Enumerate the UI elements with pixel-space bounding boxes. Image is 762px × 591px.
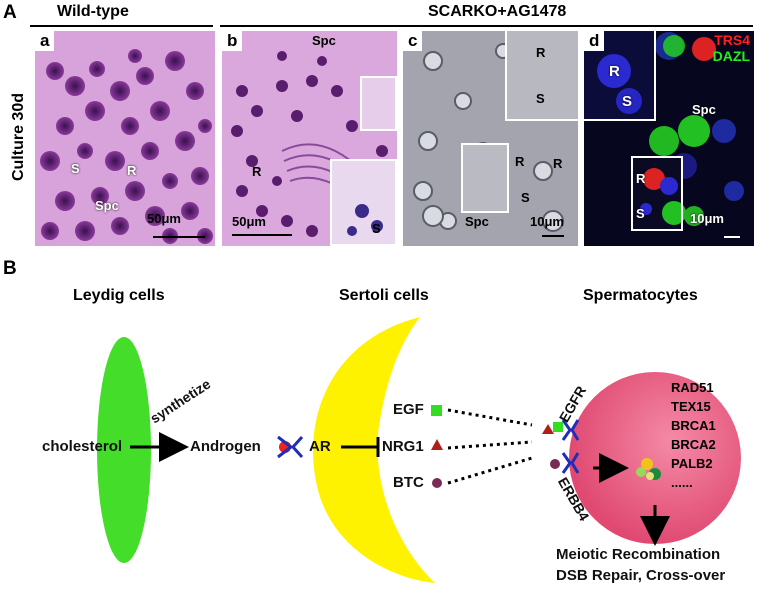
- label-Spc: Spc: [95, 198, 119, 213]
- scarko-header: SCARKO+AG1478: [428, 3, 567, 20]
- label-Spc-c: Spc: [465, 214, 489, 229]
- scale-label-b: 50μm: [232, 214, 266, 229]
- sertoli-title: Sertoli cells: [339, 287, 429, 304]
- nrg1-dotted-line: [447, 440, 533, 450]
- scale-label-d: 10μm: [690, 211, 724, 226]
- erbb4-receptor-icon: [561, 452, 580, 474]
- fluorescence-d: [584, 31, 754, 246]
- label-S-c: S: [521, 190, 530, 205]
- gene-rad51: RAD51: [671, 380, 714, 395]
- scale-bar-a: [153, 236, 205, 238]
- outcome-line-2: DSB Repair, Cross-over: [556, 567, 726, 584]
- wild-type-bar: [30, 25, 213, 27]
- he-stain-b: [222, 31, 397, 246]
- gene-brca1: BRCA1: [671, 418, 716, 433]
- egfr-bound-egf: [553, 422, 563, 432]
- scale-bar-c: [542, 235, 564, 237]
- gene-palb2: PALB2: [671, 456, 713, 471]
- scale-label-a: 50μm: [147, 211, 181, 226]
- spermatocyte-shape: [569, 372, 741, 544]
- dazl-label: DAZL: [712, 48, 750, 64]
- inset-c-middle: [461, 143, 509, 213]
- label-R: R: [127, 163, 137, 178]
- label-S-b: S: [372, 221, 381, 236]
- phase-contrast-c: [403, 31, 578, 246]
- panel-c-micrograph: c R S R S R Spc 10μm: [403, 31, 578, 246]
- ar-receptor-icon: [277, 435, 304, 459]
- inset-c-top: [505, 31, 578, 121]
- egfr-receptor-icon: [561, 419, 580, 441]
- egf-square: [431, 405, 442, 416]
- panel-a-letter-label: a: [35, 31, 55, 51]
- leydig-cell-shape: [97, 337, 151, 563]
- egf-dotted-line: [447, 408, 533, 427]
- sertoli-cell-shape: [313, 317, 435, 583]
- panel-b-letter-label: b: [222, 31, 243, 51]
- he-stain-a: [35, 31, 215, 246]
- nucleus-dot-light-green: [636, 467, 646, 477]
- nucleus-dot-yellow: [641, 458, 653, 470]
- egf-label: EGF: [393, 401, 424, 418]
- inset-d-middle: [631, 156, 683, 231]
- label-R-c-right: R: [553, 156, 563, 171]
- label-Spc-b: Spc: [312, 33, 336, 48]
- panel-d-letter-label: d: [584, 31, 605, 51]
- panel-b-micrograph: b Spc R S 50μm: [222, 31, 397, 246]
- gene-ellipsis: ......: [671, 475, 693, 490]
- scale-bar-d: [724, 236, 740, 238]
- outcome-line-1: Meiotic Recombination: [556, 546, 721, 563]
- label-R-b: R: [252, 164, 262, 179]
- label-S-d: S: [636, 206, 645, 221]
- wild-type-header: Wild-type: [57, 3, 129, 20]
- label-S: S: [71, 161, 80, 176]
- trs4-label: TRS4: [714, 32, 750, 48]
- scale-bar-b: [232, 234, 292, 236]
- label-R-c-inset: R: [536, 45, 546, 60]
- label-R-d: R: [636, 171, 646, 186]
- inset-d-top: [584, 31, 656, 121]
- label-S-d-inset: S: [622, 93, 633, 110]
- label-R-d-inset: R: [609, 63, 620, 80]
- nrg1-triangle: [431, 439, 443, 450]
- btc-label: BTC: [393, 474, 424, 491]
- spermatocytes-title: Spermatocytes: [583, 287, 698, 304]
- nrg1-label: NRG1: [382, 438, 424, 455]
- btc-dotted-line: [447, 456, 533, 485]
- cholesterol-label: cholesterol: [42, 438, 123, 455]
- label-R-c: R: [515, 154, 525, 169]
- inset-b-large: [330, 159, 397, 246]
- nucleus-dot-pale: [646, 472, 654, 480]
- label-Spc-d: Spc: [692, 102, 716, 117]
- gene-tex15: TEX15: [671, 399, 711, 414]
- panel-c-letter-label: c: [403, 31, 423, 51]
- scarko-bar: [220, 25, 753, 27]
- panel-d-micrograph: d TRS4 DAZL R S Spc R S 10μm: [584, 31, 754, 246]
- panel-a-micrograph: a S R Spc 50μm: [35, 31, 215, 246]
- label-S-c-inset: S: [536, 91, 545, 106]
- panel-a-letter: A: [3, 2, 17, 23]
- androgen-label: Androgen: [190, 438, 261, 455]
- egfr-bound-nrg1: [542, 424, 554, 434]
- ar-label: AR: [309, 438, 331, 455]
- leydig-title: Leydig cells: [73, 287, 165, 304]
- scale-label-c: 10μm: [530, 214, 564, 229]
- erbb4-bound-btc: [550, 459, 560, 469]
- btc-dot: [432, 478, 442, 488]
- gene-list: RAD51 TEX15 BRCA1 BRCA2 PALB2 ......: [671, 378, 741, 492]
- panel-b-letter: B: [3, 258, 17, 279]
- gene-brca2: BRCA2: [671, 437, 716, 452]
- inset-b-small: [360, 76, 397, 131]
